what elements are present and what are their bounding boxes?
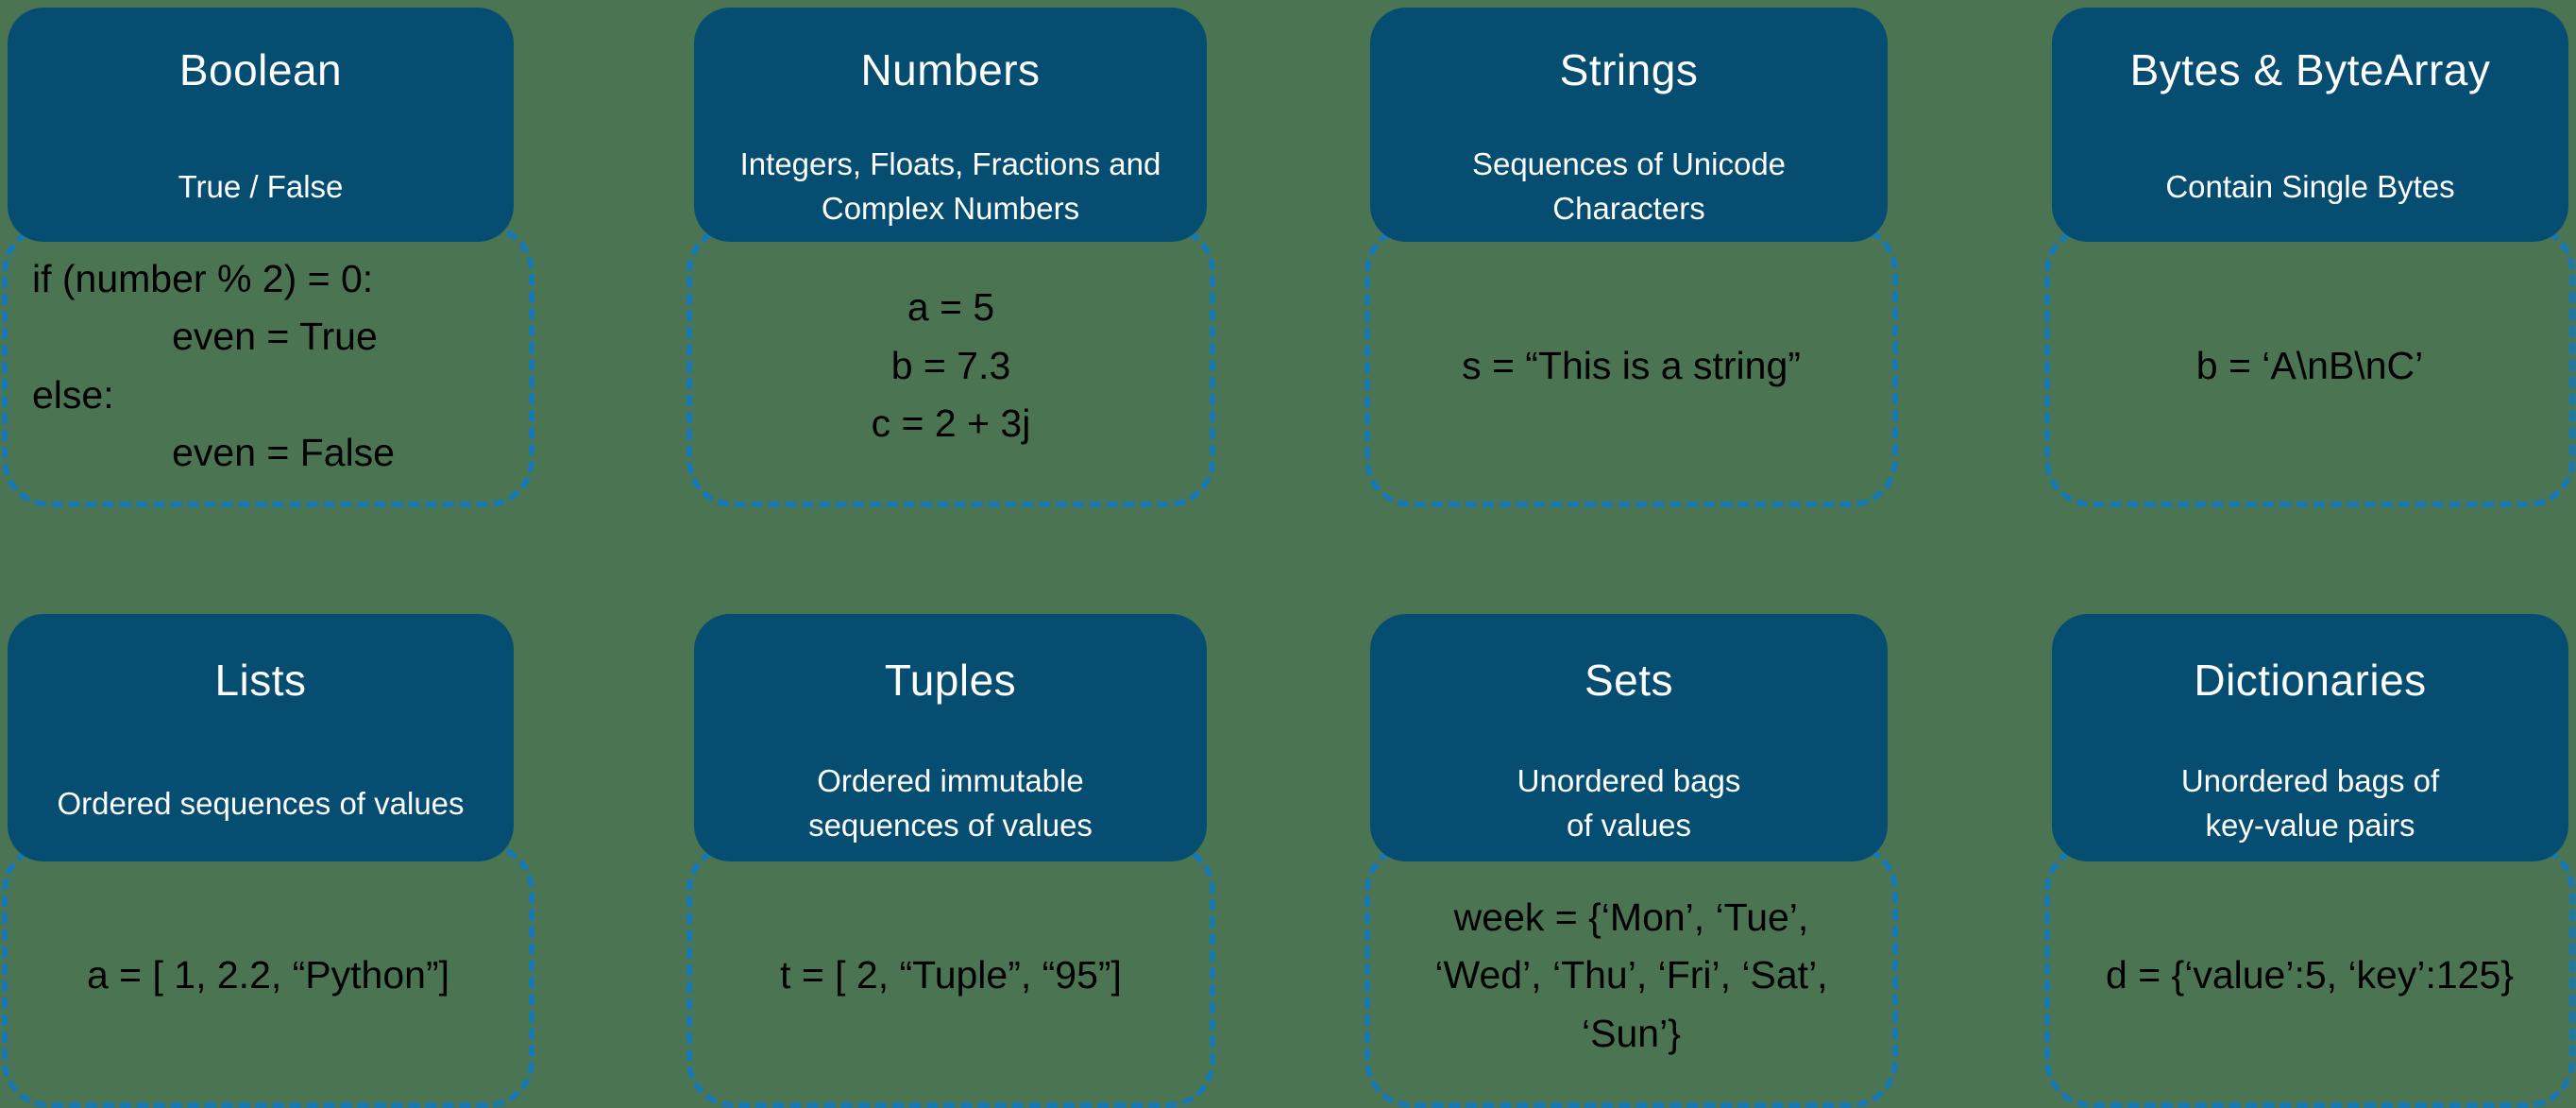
dictionaries-example-box: d = {‘value’:5, ‘key’:125} bbox=[2044, 844, 2575, 1108]
numbers-example-code: a = 5 b = 7.3 c = 2 + 3j bbox=[871, 285, 1031, 446]
numbers-subtitle: Integers, Floats, Fractions and Complex … bbox=[739, 146, 1161, 227]
strings-example-box: s = “This is a string” bbox=[1364, 225, 1898, 507]
strings-header: Strings Sequences of Unicode Characters bbox=[1370, 8, 1888, 242]
bytes-example-box: b = ‘A\nB\nC’ bbox=[2044, 225, 2575, 507]
tuples-example-box: t = [ 2, “Tuple”, “95”] bbox=[686, 844, 1215, 1108]
bytes-header: Bytes & ByteArray Contain Single Bytes bbox=[2052, 8, 2568, 242]
tuples-header: Tuples Ordered immutable sequences of va… bbox=[694, 614, 1207, 861]
lists-example-box: a = [ 1, 2.2, “Python”] bbox=[2, 844, 534, 1108]
boolean-title: Boolean bbox=[178, 45, 343, 95]
sets-example-box: week = {‘Mon’, ‘Tue’, ‘Wed’, ‘Thu’, ‘Fri… bbox=[1364, 844, 1898, 1108]
lists-example-code: a = [ 1, 2.2, “Python”] bbox=[86, 953, 449, 997]
numbers-header: Numbers Integers, Floats, Fractions and … bbox=[694, 8, 1207, 242]
bytes-subtitle: Contain Single Bytes bbox=[2165, 168, 2455, 204]
boolean-subtitle: True / False bbox=[178, 168, 344, 204]
tuples-subtitle: Ordered immutable sequences of values bbox=[808, 763, 1093, 844]
dictionaries-title: Dictionaries bbox=[2194, 656, 2427, 706]
boolean-example-box: if (number % 2) = 0: even = True else: e… bbox=[2, 225, 534, 507]
dictionaries-subtitle: Unordered bags of key-value pairs bbox=[2180, 763, 2440, 844]
numbers-title: Numbers bbox=[860, 45, 1041, 95]
sets-title: Sets bbox=[1584, 656, 1674, 706]
tuples-example-code: t = [ 2, “Tuple”, “95”] bbox=[780, 953, 1122, 997]
strings-example-code: s = “This is a string” bbox=[1462, 343, 1801, 387]
strings-title: Strings bbox=[1559, 45, 1699, 95]
lists-header: Lists Ordered sequences of values bbox=[8, 614, 514, 861]
dictionaries-example-code: d = {‘value’:5, ‘key’:125} bbox=[2106, 953, 2514, 997]
boolean-example-code: if (number % 2) = 0: even = True else: e… bbox=[32, 256, 395, 475]
dictionaries-header: Dictionaries Unordered bags of key-value… bbox=[2052, 614, 2568, 861]
sets-example-code: week = {‘Mon’, ‘Tue’, ‘Wed’, ‘Thu’, ‘Fri… bbox=[1434, 895, 1828, 1055]
sets-header: Sets Unordered bags of values bbox=[1370, 614, 1888, 861]
bytes-example-code: b = ‘A\nB\nC’ bbox=[2195, 343, 2424, 387]
boolean-header: Boolean True / False bbox=[8, 8, 514, 242]
numbers-example-box: a = 5 b = 7.3 c = 2 + 3j bbox=[686, 225, 1215, 507]
strings-subtitle: Sequences of Unicode Characters bbox=[1471, 146, 1787, 227]
sets-subtitle: Unordered bags of values bbox=[1517, 763, 1741, 844]
lists-subtitle: Ordered sequences of values bbox=[57, 785, 465, 821]
bytes-title: Bytes & ByteArray bbox=[2129, 45, 2491, 95]
lists-title: Lists bbox=[214, 656, 307, 706]
tuples-title: Tuples bbox=[884, 656, 1017, 706]
